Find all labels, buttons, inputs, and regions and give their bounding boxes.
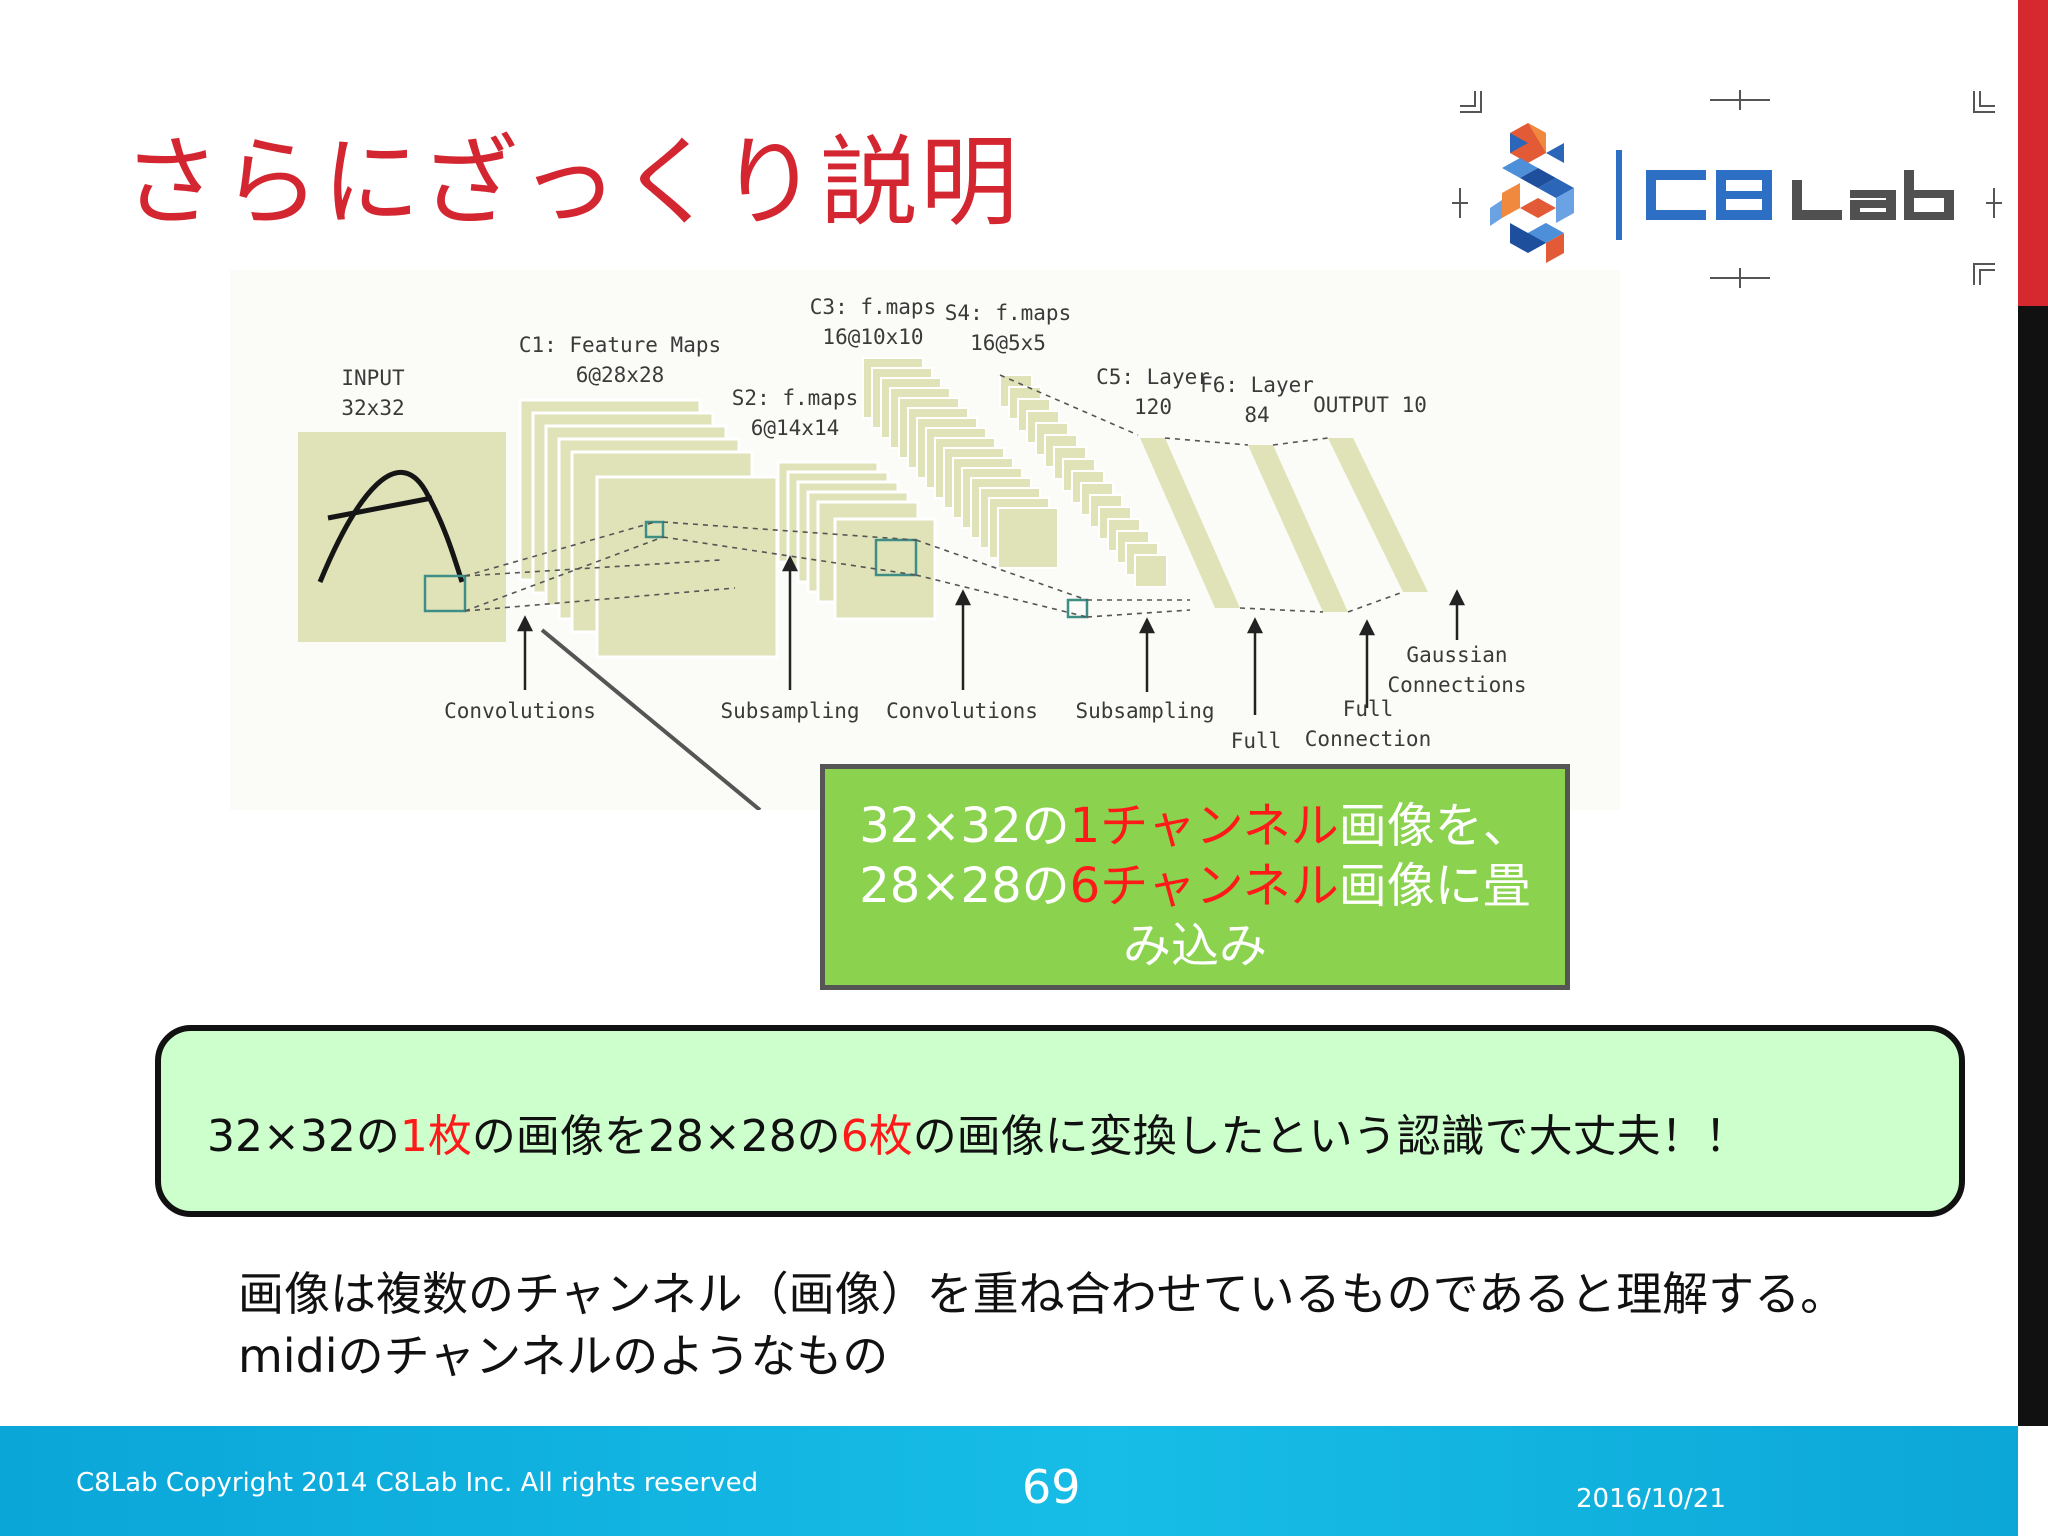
logo-crop-marks (1452, 90, 2002, 288)
label-s4-1: S4: f.maps (945, 301, 1071, 325)
input-image-plane (298, 432, 506, 642)
label-f6-2: 84 (1244, 403, 1269, 427)
op-convolutions-1: Convolutions (444, 699, 596, 723)
footer-bar (0, 1426, 2018, 1536)
input-glyph-a (317, 469, 465, 583)
conv-kernel-c1 (644, 520, 665, 539)
op-gaussian-2: Connections (1387, 673, 1526, 697)
s4-feature-maps (999, 374, 1168, 588)
label-c1-1: C1: Feature Maps (519, 333, 721, 357)
footer-date: 2016/10/21 (1576, 1484, 1726, 1514)
label-input-2: 32x32 (341, 396, 404, 420)
summary-box: 32×32の1枚の画像を28×28の6枚の画像に変換したという認識で大丈夫！！ (155, 1025, 1965, 1217)
c8lab-logo (1452, 90, 2002, 288)
callout-pointer-line (540, 628, 762, 810)
logo-c8 (1646, 170, 1772, 220)
logo-lab (1792, 170, 1954, 220)
label-c1-2: 6@28x28 (576, 363, 665, 387)
conv-kernel-s2 (874, 538, 918, 577)
label-s4-2: 16@5x5 (970, 331, 1046, 355)
logo-mark-8 (1490, 123, 1574, 263)
label-output: OUTPUT 10 (1313, 393, 1427, 417)
c3-feature-maps (862, 357, 1059, 569)
label-input-1: INPUT (341, 366, 405, 390)
callout-line-3: み込み (1122, 918, 1267, 974)
lenet-architecture-diagram: INPUT 32x32 C1: Feature Maps 6@28x28 S2:… (298, 295, 1527, 810)
label-c3-2: 16@10x10 (822, 325, 923, 349)
s2-feature-maps (776, 460, 937, 621)
callout-line-2: 28×28の6チャンネル画像に畳 (859, 858, 1531, 914)
callout-line-1: 32×32の1チャンネル画像を、 (859, 798, 1531, 854)
c1-feature-maps (518, 398, 779, 659)
conv-kernel-input (423, 574, 467, 613)
footer-copyright: C8Lab Copyright 2014 C8Lab Inc. All righ… (76, 1468, 759, 1498)
op-full: Full (1231, 729, 1282, 753)
op-gaussian-1: Gaussian (1406, 643, 1507, 667)
operation-arrows (516, 555, 1466, 715)
logo-divider (1616, 150, 1622, 240)
conv-kernel-s4 (1066, 598, 1089, 619)
body-text-line-1: 画像は複数のチャンネル（画像）を重ね合わせているものであると理解する。 (238, 1267, 1847, 1321)
body-text-line-2: midiのチャンネルのようなもの (238, 1329, 889, 1383)
f6-layer (1248, 445, 1348, 612)
label-f6-1: F6: Layer (1200, 373, 1314, 397)
right-accent-bar-black (2018, 306, 2048, 1426)
c5-layer (1140, 438, 1240, 608)
input-glyph-a-bar (327, 495, 433, 521)
op-full-connection-2: Connection (1305, 727, 1431, 751)
label-c3-1: C3: f.maps (810, 295, 936, 319)
op-convolutions-2: Convolutions (886, 699, 1038, 723)
label-c5-1: C5: Layer (1096, 365, 1210, 389)
op-subsampling-1: Subsampling (720, 699, 859, 723)
op-full-connection-1: Full (1343, 697, 1394, 721)
callout-box: 32×32の1チャンネル画像を、 28×28の6チャンネル画像に畳 み込み (820, 764, 1570, 990)
page-number: 69 (1022, 1460, 1081, 1514)
label-s2-1: S2: f.maps (732, 386, 858, 410)
connection-dashes (464, 374, 1404, 618)
right-accent-bar-red (2018, 0, 2048, 306)
output-layer (1328, 438, 1428, 592)
label-s2-2: 6@14x14 (751, 416, 840, 440)
op-subsampling-2: Subsampling (1075, 699, 1214, 723)
slide-title: さらにざっくり説明 (122, 126, 1021, 240)
label-c5-2: 120 (1134, 395, 1172, 419)
